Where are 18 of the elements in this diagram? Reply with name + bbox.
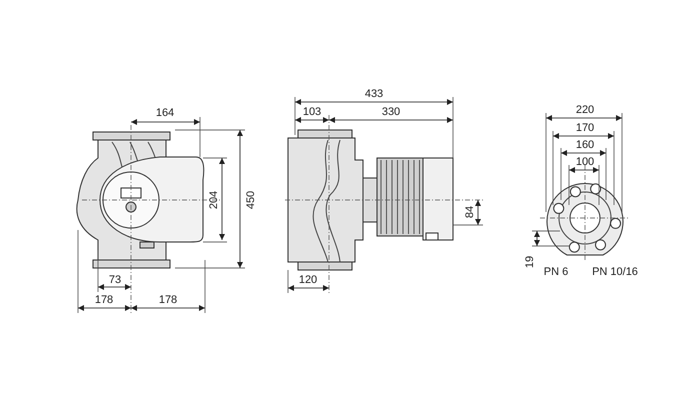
dimension-value: 84 (464, 206, 476, 218)
dimension-value: 103 (302, 106, 322, 118)
dimension-value: 178 (94, 294, 114, 306)
dimension-value: 100 (576, 156, 594, 168)
dimension-value: 433 (364, 88, 384, 100)
pressure-rating-label: PN 10/16 (592, 266, 638, 278)
dimension-value: 450 (245, 190, 257, 210)
pressure-rating-label: PN 6 (544, 266, 568, 278)
dimension-value: 120 (298, 274, 318, 286)
dimension-value: 178 (158, 294, 178, 306)
dimension-value: 330 (382, 106, 400, 118)
dimension-value: 204 (208, 190, 220, 210)
dimension-value: 19 (524, 256, 536, 268)
dimension-value: 73 (108, 274, 122, 286)
dimension-value: 170 (576, 122, 594, 134)
dimension-value: 160 (576, 139, 594, 151)
dimension-value: 220 (576, 104, 594, 116)
dimension-value: 164 (156, 107, 174, 119)
